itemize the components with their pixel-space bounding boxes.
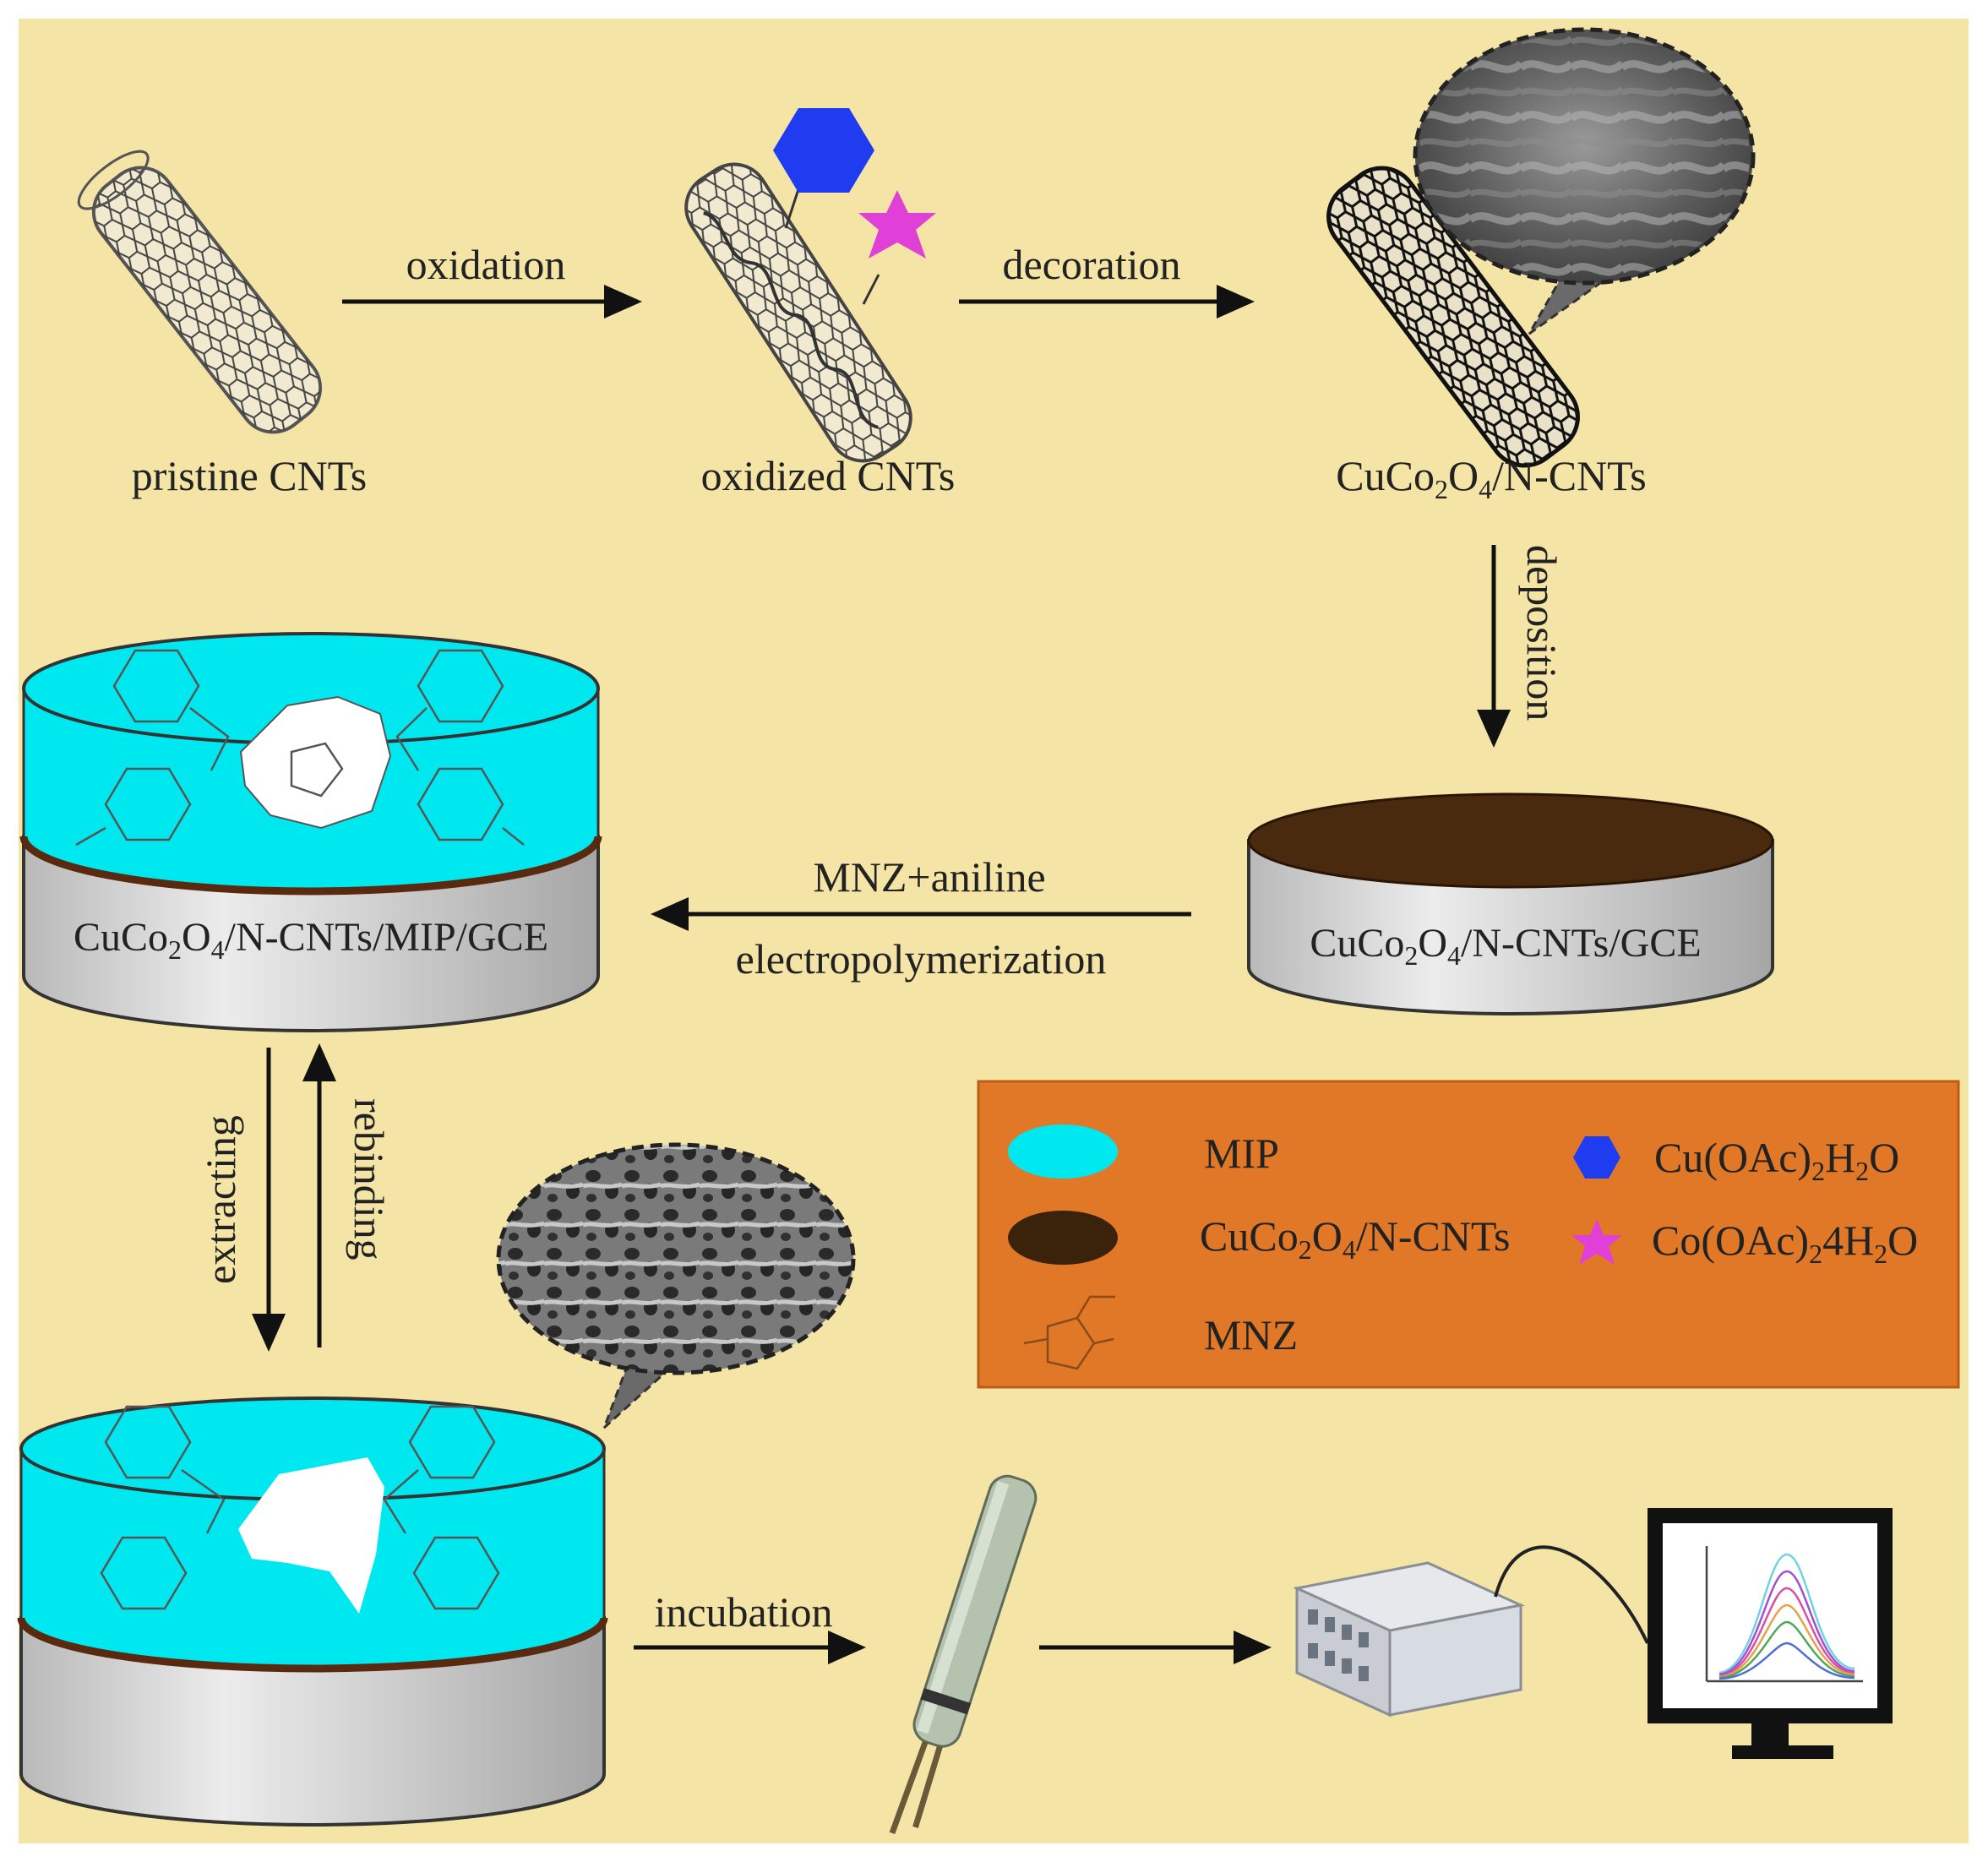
cnt-legend-swatch [1008, 1211, 1118, 1265]
star-tether [862, 274, 880, 305]
empty-cavity [238, 1457, 384, 1614]
voltammogram-plot [1705, 1546, 1863, 1683]
mip-electrode [19, 632, 602, 1032]
electropolymerization-label: electropolymerization [736, 935, 1107, 983]
legend-cnt-label: CuCo2O4/N-CNTs [1200, 1212, 1510, 1265]
legend-co-label: Co(OAc)24H2O [1652, 1217, 1918, 1269]
decoration-label: decoration [1002, 241, 1180, 288]
monitor-icon [1648, 1508, 1893, 1759]
legend-cu-label: Cu(OAc)2H2O [1654, 1134, 1899, 1186]
cnt-layer-top [1247, 792, 1774, 889]
monomers-label: MNZ+aniline [813, 853, 1045, 901]
incubation-label: incubation [654, 1588, 832, 1636]
pristine-cnt-icon [77, 150, 323, 434]
legend-mip-label: MIP [1204, 1130, 1279, 1177]
legend-star-icon [1571, 1219, 1622, 1265]
oxidation-label: oxidation [406, 241, 566, 288]
working-electrode-icon [889, 1474, 1038, 1834]
decorated-cnts-label: CuCo2O4/N-CNTs [1336, 452, 1646, 504]
legend-box [977, 1080, 1960, 1389]
oxidized-cnts-label: oxidized CNTs [701, 452, 956, 499]
extracting-label: extracting [197, 1115, 244, 1284]
legend-mnz-label: MNZ [1204, 1311, 1298, 1358]
gce-electrode [1247, 792, 1774, 1015]
gce-label: CuCo2O4/N-CNTs/GCE [1310, 921, 1701, 971]
potentiostat-icon [1293, 1561, 1525, 1718]
mip-gce-label: CuCo2O4/N-CNTs/MIP/GCE [74, 915, 548, 965]
decorated-cnt-icon [1326, 166, 1580, 468]
sem-image-porous [496, 1142, 856, 1375]
pristine-cnts-label: pristine CNTs [132, 452, 367, 499]
legend-hexagon-icon [1573, 1136, 1620, 1179]
oxidized-cnt-icon [684, 162, 912, 463]
mnz-molecule-icon [1023, 1295, 1115, 1370]
extracted-electrode [17, 1396, 608, 1827]
cu-precursor-hexagon-icon [773, 108, 874, 193]
mip-legend-swatch [1008, 1124, 1118, 1179]
rebinding-label: rebinding [346, 1098, 393, 1260]
template-cavity [239, 695, 392, 830]
cable [1494, 1545, 1649, 1644]
co-precursor-star-icon [858, 190, 936, 259]
deposition-label: deposition [1518, 545, 1566, 721]
